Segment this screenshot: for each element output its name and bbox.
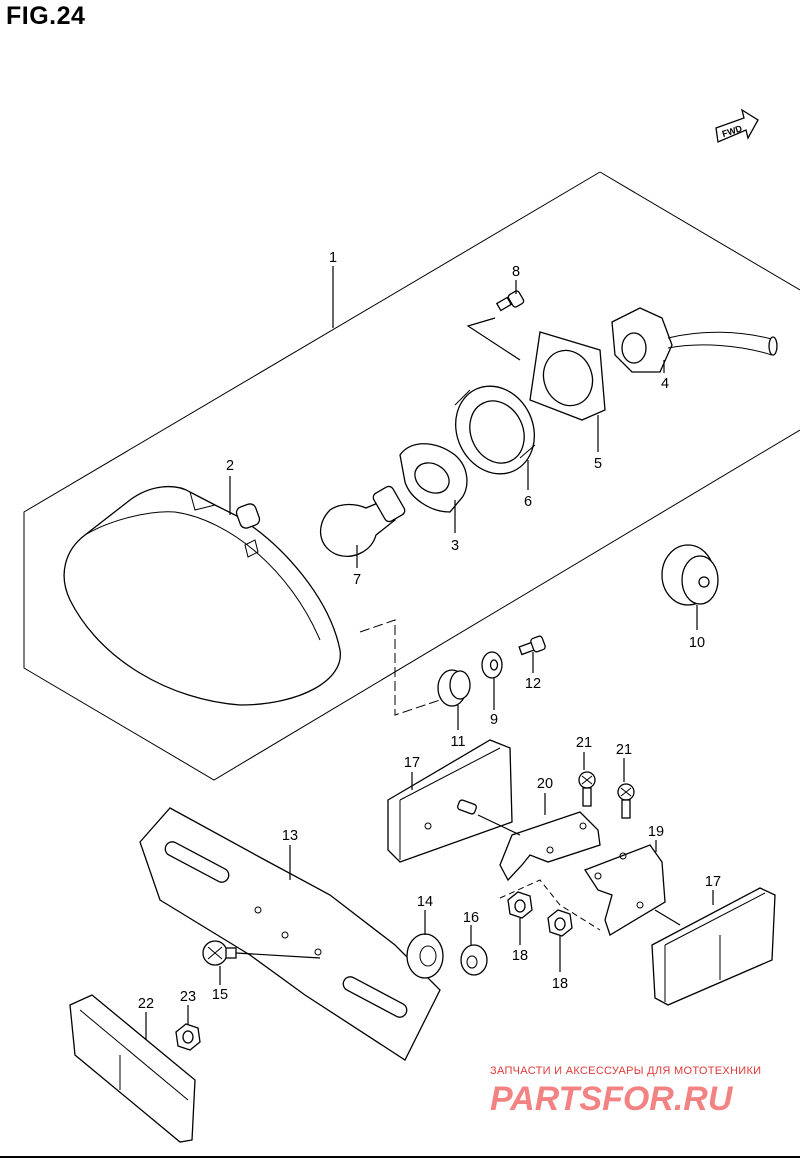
leader-dashed-11: [359, 619, 441, 716]
callout-18-right: 18: [552, 976, 568, 992]
license-bracket-13: [139, 807, 441, 1061]
callout-20: 20: [537, 776, 553, 792]
callout-13: 13: [282, 828, 298, 844]
retaining-ring: [454, 385, 536, 475]
watermark-logo: PARTSFOR.RU: [490, 1080, 733, 1118]
grommet-14: [406, 933, 444, 979]
figure-title: FIG.24: [6, 2, 86, 30]
fwd-arrow-icon: FWD: [715, 108, 759, 143]
washer-9: [481, 651, 503, 679]
screw-21-left: [578, 771, 596, 807]
callout-16: 16: [463, 910, 479, 926]
nut-18-right: [547, 909, 573, 937]
screw-15: [202, 940, 237, 966]
callout-17-lower: 17: [705, 874, 721, 890]
callout-leaders: [145, 266, 714, 1040]
collar-16: [460, 944, 488, 976]
callout-11: 11: [450, 734, 465, 750]
callout-19: 19: [648, 824, 664, 840]
callout-2: 2: [226, 458, 234, 474]
callout-10: 10: [689, 635, 705, 651]
grommet-10: [661, 544, 719, 606]
bulb-socket-wire: [611, 307, 778, 373]
leader-19: [654, 909, 681, 926]
callout-3: 3: [451, 538, 459, 554]
bulb: [319, 485, 406, 557]
assembly-boundary-left: [23, 171, 800, 781]
leader-dashed-18: [499, 879, 601, 931]
callout-23: 23: [180, 989, 196, 1005]
callout-15: 15: [212, 987, 228, 1003]
callout-9: 9: [490, 712, 498, 728]
socket-ring: [399, 443, 468, 513]
tail-lamp-housing: [63, 486, 341, 706]
bottom-divider: [0, 1156, 800, 1158]
bolt-12: [518, 635, 546, 656]
nut-18-left: [507, 891, 533, 919]
callout-12: 12: [525, 676, 541, 692]
screw-21-right: [617, 783, 635, 819]
reflector-17-lower: [651, 887, 776, 1006]
callout-1: 1: [329, 250, 337, 266]
screw-8: [495, 290, 525, 312]
callout-5: 5: [594, 456, 602, 472]
bracket-20: [499, 811, 601, 882]
callout-14: 14: [417, 894, 433, 910]
gasket-plate: [529, 331, 606, 421]
callout-17-upper: 17: [404, 755, 420, 771]
bracket-19: [584, 844, 666, 936]
callout-18-left: 18: [512, 948, 528, 964]
callout-21-left: 21: [576, 735, 592, 751]
callout-21-right: 21: [616, 742, 632, 758]
watermark-caption: ЗАПЧАСТИ И АКСЕССУАРЫ ДЛЯ МОТОТЕХНИКИ: [490, 1065, 762, 1077]
callout-8: 8: [512, 264, 520, 280]
leader-8: [466, 317, 521, 361]
nut-23: [175, 1023, 201, 1051]
callout-22: 22: [138, 996, 154, 1012]
assembly-boundary: [599, 171, 800, 291]
reflector-22: [69, 994, 196, 1143]
callout-6: 6: [524, 494, 532, 510]
leader-20: [477, 814, 521, 836]
leader-15: [235, 952, 321, 959]
reflector-17-upper: [387, 739, 513, 863]
cushion-11: [437, 669, 471, 707]
callout-4: 4: [661, 376, 669, 392]
callout-7: 7: [353, 572, 361, 588]
